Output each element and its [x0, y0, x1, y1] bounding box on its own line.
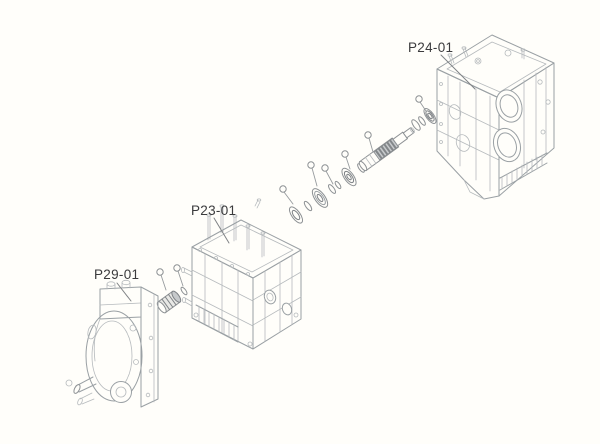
part-label-p24: P24-01 [408, 40, 453, 55]
snap-ring [418, 116, 426, 126]
spacer-collar-drawing [156, 286, 188, 314]
callout-balloons [156, 95, 427, 291]
callout-balloon [279, 185, 294, 205]
callout-balloon [173, 264, 184, 287]
washer [411, 119, 421, 131]
callout-balloon [341, 150, 351, 170]
label-leader-p24 [440, 54, 476, 90]
o-ring [180, 286, 188, 296]
washer [334, 180, 342, 190]
part-label-p29: P29-01 [94, 267, 139, 282]
bearing-race [311, 188, 329, 208]
shaft-assembly-drawing [288, 108, 437, 224]
part-labels: P24-01 P23-01 P29-01 [94, 40, 476, 302]
transmission-case-drawing [181, 198, 302, 350]
callout-balloon [156, 268, 167, 291]
snap-ring [303, 200, 313, 212]
bearing-at-housing [423, 108, 437, 124]
label-leader-p23 [213, 217, 230, 244]
bearing-front [288, 206, 304, 224]
bearing-rear-race [341, 167, 357, 187]
rear-gearbox-housing-drawing [436, 34, 555, 200]
callout-balloon [307, 161, 318, 187]
label-leader-p29 [116, 282, 132, 302]
callout-balloon [321, 164, 334, 185]
washer [328, 184, 336, 194]
splined-shaft [358, 127, 415, 172]
front-cover-housing-drawing [65, 279, 159, 408]
part-label-p23: P23-01 [191, 203, 236, 218]
callout-balloon [415, 95, 427, 112]
callout-balloon [364, 131, 374, 153]
